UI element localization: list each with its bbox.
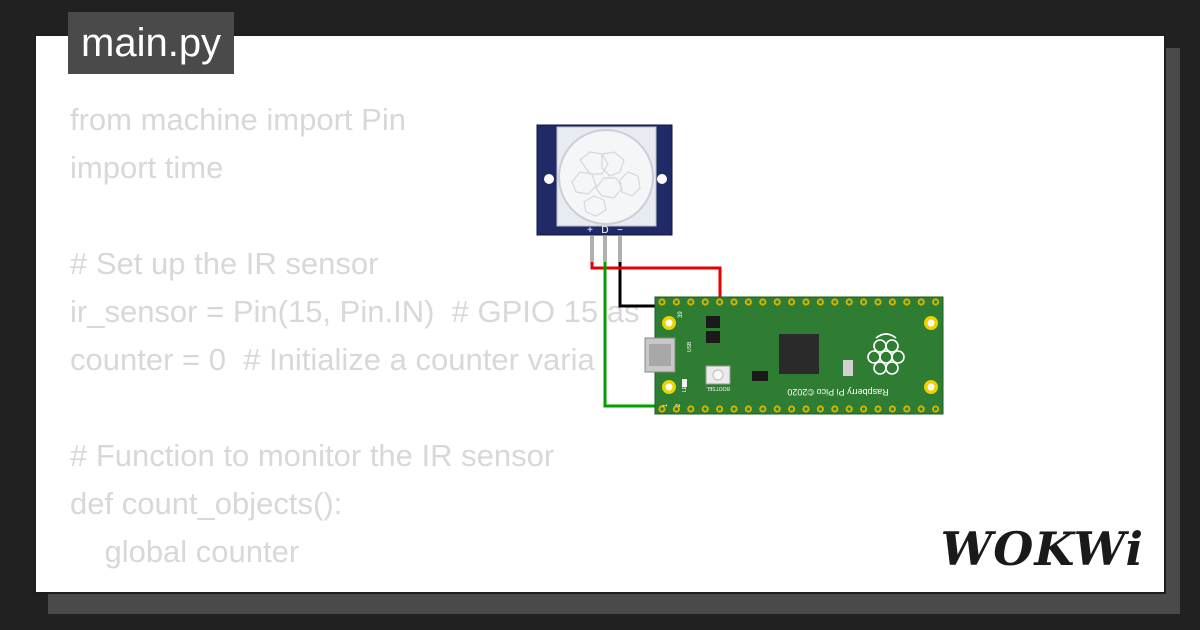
- header-pin-hole: [905, 300, 909, 304]
- top-pin-row: [658, 298, 940, 306]
- header-pin-hole: [746, 407, 751, 411]
- header-pin-hole: [689, 300, 693, 304]
- header-pin-hole: [674, 407, 679, 411]
- file-tab[interactable]: main.py: [68, 12, 235, 74]
- header-pin-hole: [660, 300, 664, 304]
- header-pin-hole: [847, 300, 851, 304]
- header-pin-hole: [876, 300, 880, 304]
- header-pin-hole: [862, 407, 866, 411]
- mount-hole: [927, 383, 935, 391]
- header-pin-hole: [890, 300, 895, 304]
- pin-label-plus: +: [587, 225, 593, 236]
- header-pin-hole: [689, 407, 693, 411]
- pin-number-39: 39: [678, 311, 684, 318]
- header-pin-hole: [790, 300, 794, 304]
- header-pin-hole: [761, 407, 765, 411]
- code-line: counter = 0 # Initialize a counter varia: [70, 342, 595, 377]
- raspberry-logo-icon: [867, 333, 905, 375]
- wokwi-logo: WOKWi: [940, 522, 1144, 576]
- header-pin-hole: [862, 300, 866, 304]
- code-line: import time: [70, 150, 224, 185]
- header-pin-hole: [890, 407, 895, 411]
- mount-hole: [927, 319, 935, 327]
- code-line: global counter: [70, 534, 300, 569]
- header-pin-hole: [775, 407, 779, 411]
- header-pin-hole: [761, 300, 765, 304]
- pir-sensor[interactable]: [536, 124, 673, 262]
- header-pin-hole: [718, 300, 722, 304]
- header-pin-hole: [732, 300, 736, 304]
- power-wire[interactable]: [590, 262, 722, 302]
- data-wire[interactable]: [603, 262, 662, 408]
- header-pin-hole: [818, 407, 823, 411]
- rp2040-chip: [779, 334, 819, 374]
- header-pin-hole: [876, 407, 880, 411]
- code-line: # Set up the IR sensor: [70, 246, 379, 281]
- mount-hole: [544, 174, 554, 184]
- header-pin-hole: [674, 300, 679, 304]
- header-pin-hole: [934, 407, 938, 411]
- raspberry-pi-pico[interactable]: [644, 296, 944, 415]
- header-pin-hole: [718, 407, 722, 411]
- pico-brand-text: Raspberry Pi Pico ©2020: [787, 387, 888, 397]
- led-label: LED: [682, 382, 688, 392]
- led: [682, 379, 687, 387]
- pin-label-data: D: [601, 225, 608, 236]
- header-pin-hole: [905, 407, 909, 411]
- header-pin-hole: [804, 300, 808, 304]
- mount-hole: [665, 319, 673, 327]
- usb-label: USB: [687, 341, 693, 352]
- mount-hole: [657, 174, 667, 184]
- header-pin-hole: [919, 300, 923, 304]
- header-pin-hole: [847, 407, 851, 411]
- flash-chip: [706, 316, 720, 328]
- bootsel-label: BOOTSEL: [706, 385, 730, 391]
- header-pin-hole: [775, 300, 779, 304]
- header-pin-hole: [804, 407, 808, 411]
- code-line: ir_sensor = Pin(15, Pin.IN) # GPIO 15 as: [70, 294, 640, 329]
- mount-hole: [665, 383, 673, 391]
- header-pin-hole: [746, 300, 751, 304]
- pir-dome: [558, 129, 654, 225]
- header-pin-hole: [732, 407, 736, 411]
- header-pin-hole: [919, 407, 923, 411]
- code-editor: from machine import Pin import time # Set …: [70, 96, 640, 592]
- header-pin-hole: [703, 300, 707, 304]
- header-pin-hole: [934, 300, 938, 304]
- header-pin-hole: [833, 300, 837, 304]
- pin-number-2: 2: [676, 403, 682, 407]
- header-pin-hole: [703, 407, 707, 411]
- bottom-pin-row: [658, 405, 940, 413]
- header-pin-hole: [818, 300, 823, 304]
- pin-label-minus: −: [617, 225, 623, 236]
- pin-number-1: 1: [663, 403, 669, 407]
- header-pin-hole: [833, 407, 837, 411]
- code-line: # Function to monitor the IR sensor: [70, 438, 555, 473]
- code-line: from machine import Pin: [70, 102, 406, 137]
- code-line: def count_objects():: [70, 486, 343, 521]
- header-pin-hole: [660, 407, 664, 411]
- header-pin-hole: [790, 407, 794, 411]
